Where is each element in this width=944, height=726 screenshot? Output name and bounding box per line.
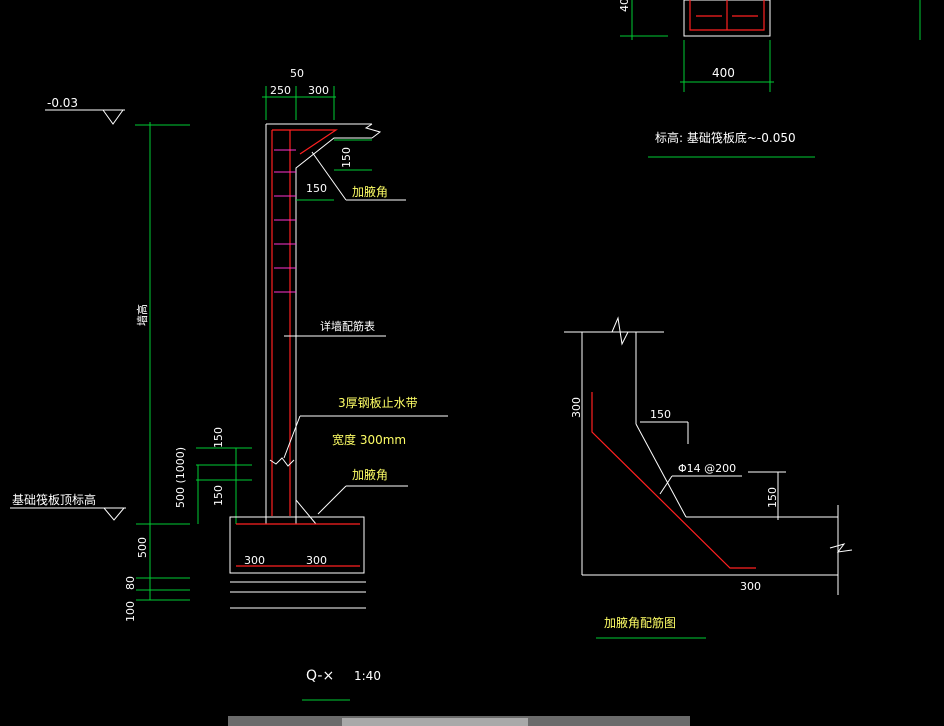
left-dim-c: 500 (1000): [174, 447, 187, 508]
column-elevation-label: 标高: 基础筏板底~-0.050: [655, 130, 796, 145]
footing-dim-right: 300: [306, 554, 327, 567]
break-line-top: [364, 123, 382, 139]
haunch-dim-a: 150: [340, 147, 353, 168]
scrollbar-thumb[interactable]: [342, 718, 528, 726]
haunch-diagonal-rebar: [591, 392, 756, 569]
wall-rebar: [271, 129, 338, 516]
section-title: Q-×: [306, 668, 334, 684]
left-dim-b: 150: [212, 485, 225, 506]
base-level-label: 基础筏板顶标高: [12, 492, 96, 507]
haunch-label-top: 加腋角: [352, 184, 388, 199]
bottom-dim-a: 500: [136, 537, 149, 558]
haunch-label-bottom: 加腋角: [352, 467, 388, 482]
haunch-detail-dim-left: 300: [570, 397, 583, 418]
rebar-label: 详墙配筋表: [320, 319, 375, 333]
section-scale: 1:40: [354, 669, 381, 683]
footing-outline: [229, 516, 365, 574]
column-outline: [683, 0, 771, 37]
column-section-detail: 40 400 标高: 基础筏板底~-0.050: [618, 0, 921, 158]
waterstop-width-label: 宽度 300mm: [332, 432, 406, 447]
waterstop-label: 3厚钢板止水带: [338, 396, 418, 410]
rebar-callout: Φ14 @200: [678, 462, 736, 475]
haunch-detail-title: 加腋角配筋图: [604, 615, 676, 630]
haunch-rebar-detail: 300 150 Φ14 @200 150 300 加腋角配筋图: [564, 316, 853, 639]
column-side-dim: 40: [618, 0, 631, 12]
left-dim-a: 150: [212, 427, 225, 448]
top-level-label: -0.03: [47, 96, 78, 110]
haunch-detail-dim-150-top: 150: [650, 408, 671, 421]
top-dim-total: 50: [290, 67, 304, 80]
haunch-dim-b: 150: [306, 182, 327, 195]
bottom-dim-b: 80: [124, 576, 137, 590]
haunch-detail-dim-150-right: 150: [766, 487, 779, 508]
column-width-dim: 400: [712, 66, 735, 80]
wall-height-dim: 墙高: [135, 304, 149, 326]
top-dim-left: 250: [270, 84, 291, 97]
wall-section-detail: -0.03 50 250 300 墙高 150: [10, 67, 448, 701]
footing-dim-left: 300: [244, 554, 265, 567]
haunch-detail-dim-300-bottom: 300: [740, 580, 761, 593]
bottom-dim-c: 100: [124, 601, 137, 622]
top-dim-right: 300: [308, 84, 329, 97]
horizontal-scrollbar[interactable]: [228, 716, 690, 726]
waterstop-symbol: [269, 457, 295, 467]
